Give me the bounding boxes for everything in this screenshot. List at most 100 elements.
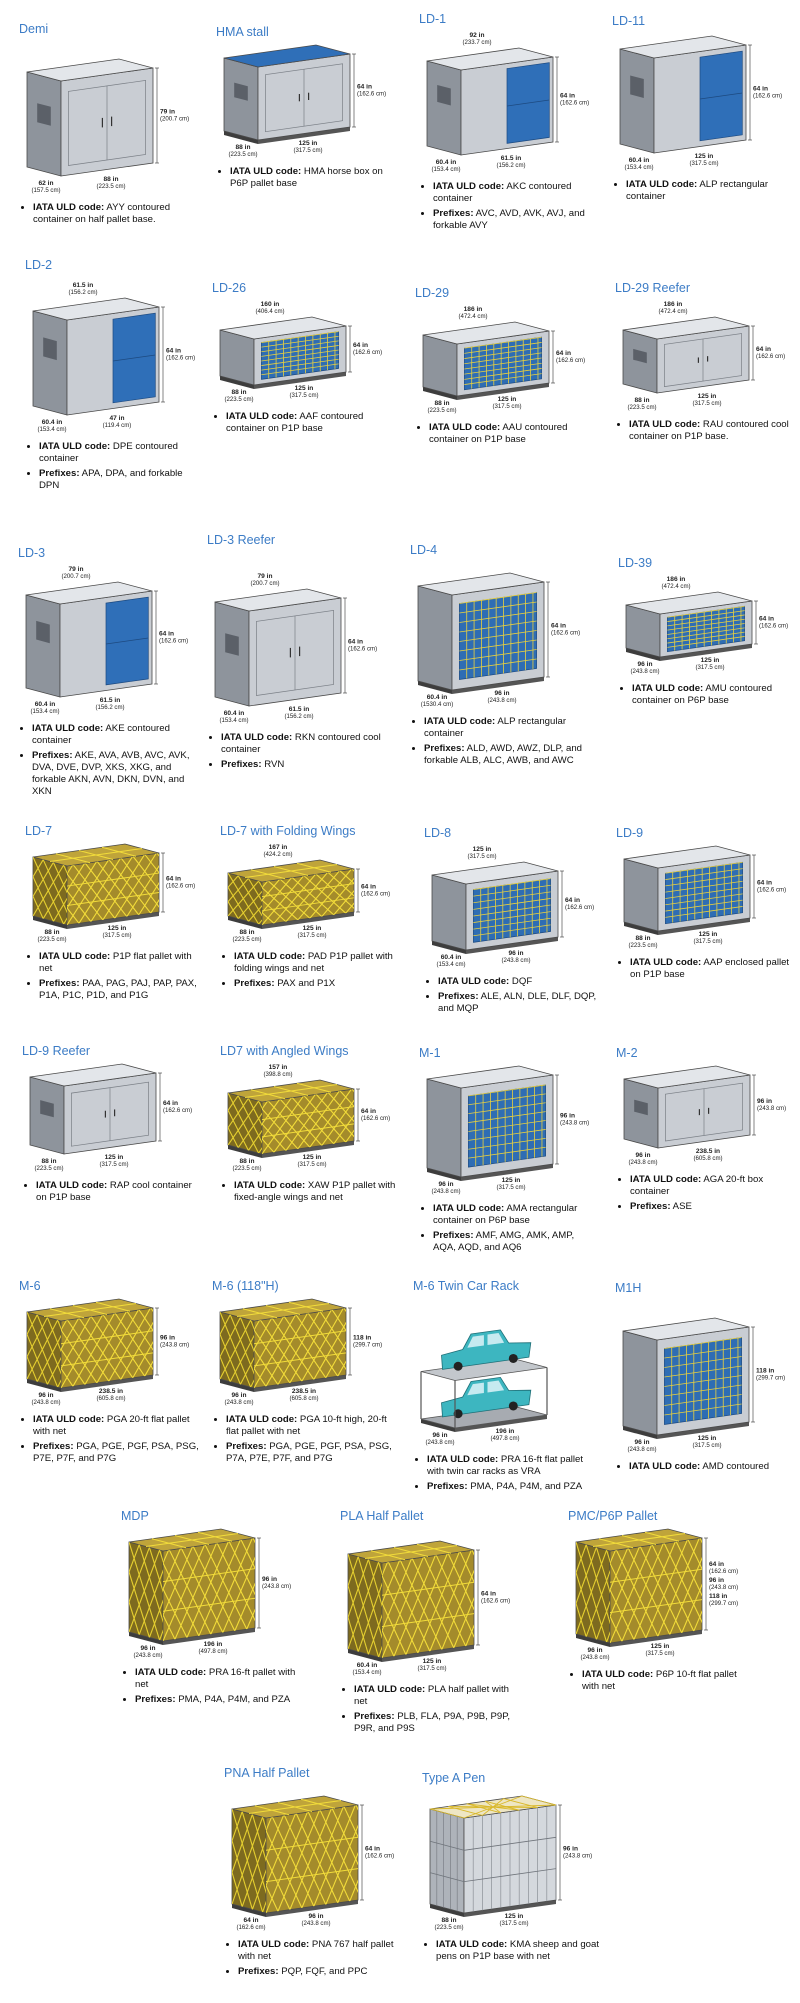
dimension-metric: (317.5 cm)	[496, 1184, 525, 1191]
pallet-yellow-net-icon	[347, 1540, 475, 1662]
dimension-metric: (243.8 cm)	[501, 957, 530, 964]
pna-half-pallet-illustration: 64 in(162.6 cm)64 in(162.6 cm)96 in(243.…	[231, 1795, 394, 1931]
dimension-metric: (153.4 cm)	[436, 961, 465, 968]
ld-9-reefer-illustration: 64 in(162.6 cm)88 in(223.5 cm)125 in(317…	[29, 1063, 192, 1172]
cargo-net	[228, 1093, 262, 1154]
spec-list: IATA ULD code: RAU contoured cool contai…	[615, 419, 795, 443]
dimension-label: 88 in(223.5 cm)	[627, 397, 656, 411]
dimension-label: 96 in(243.8 cm)	[431, 1181, 460, 1195]
pallet-base	[382, 1645, 474, 1662]
top-face	[29, 1063, 157, 1087]
dimension-label: 47 in(119.4 cm)	[103, 415, 132, 429]
pallet-base	[430, 1904, 464, 1917]
spec-list: IATA ULD code: AAP enclosed pallet on P1…	[616, 957, 796, 981]
dimension-inches: 64 in	[159, 631, 174, 638]
pallet-base	[254, 1375, 346, 1392]
spec-list: IATA ULD code: DQFPrefixes: ALE, ALN, DL…	[424, 976, 604, 1015]
dimension-label: 60.4 in(153.4 cm)	[352, 1662, 381, 1676]
pallet-yellow-net-icon	[575, 1528, 703, 1647]
dimension-label: 64 in(162.6 cm)	[560, 93, 589, 107]
dimension-inches: 88 in	[635, 935, 650, 942]
top-face	[426, 47, 554, 71]
ld-7-illustration: 64 in(162.6 cm)88 in(223.5 cm)125 in(317…	[32, 843, 195, 943]
dimension-metric: (162.6 cm)	[753, 93, 782, 100]
pallet-base	[576, 1634, 610, 1647]
pallet-yellow-net-icon	[227, 1079, 355, 1158]
spec-value: PRA 16-ft flat pallet with twin car rack…	[427, 1454, 584, 1477]
dimension-metric: (162.6 cm)	[353, 349, 382, 356]
pallet-yellow-net-icon	[26, 1298, 154, 1392]
top-face	[622, 316, 750, 340]
mdp-illustration: 96 in(243.8 cm)96 in(243.8 cm)196 in(497…	[128, 1528, 291, 1659]
spec-list: IATA ULD code: AYY contoured container o…	[19, 202, 199, 226]
spec-list: IATA ULD code: PLA half pallet with netP…	[340, 1684, 520, 1735]
dimension-metric: (162.6 cm)	[759, 623, 788, 630]
spec-label: Prefixes:	[39, 468, 80, 479]
spec-value: PQP, FQF, and PPC	[281, 1966, 368, 1977]
dimension-label: 125 in(317.5 cm)	[492, 396, 521, 410]
spec-item: IATA ULD code: PNA 767 half pallet with …	[238, 1939, 404, 1963]
spec-item: Prefixes: AKE, AVA, AVB, AVC, AVK, DVA, …	[32, 750, 198, 798]
dimension-metric: (162.6 cm)	[236, 1924, 265, 1931]
dimension-label: 125 in(317.5 cm)	[289, 385, 318, 399]
spec-value: PGA, PGE, PGF, PSA, PSG, P7E, P7F, and P…	[33, 1441, 199, 1464]
dimension-metric: (317.5 cm)	[289, 392, 318, 399]
dimension-label: 96 in(243.8 cm)	[425, 1432, 454, 1446]
container-blue-net-icon	[417, 572, 545, 694]
dimension-inches: 79 in	[160, 109, 175, 116]
dimension-metric: (299.7 cm)	[353, 1342, 382, 1349]
uld-title: LD-8	[424, 826, 452, 840]
dimension-inches: 64 in	[361, 884, 376, 891]
dimension-inches: 64 in	[357, 84, 372, 91]
door-outline	[265, 63, 343, 133]
dimension-inches: 157 in	[269, 1064, 288, 1071]
uld-title: LD-9	[616, 826, 644, 840]
spec-label: IATA ULD code:	[221, 732, 293, 743]
spec-label: Prefixes:	[433, 208, 474, 219]
dimension-metric: (223.5 cm)	[434, 1924, 463, 1931]
dimension-label: 88 in(223.5 cm)	[232, 1158, 261, 1172]
uld-title: M-6 Twin Car Rack	[413, 1279, 520, 1293]
dimension-metric: (317.5 cm)	[645, 1650, 674, 1657]
spec-value: PAA, PAG, PAJ, PAP, PAX, P1A, P1C, P1D, …	[39, 978, 197, 1001]
spec-item: IATA ULD code: PRA 16-ft pallet with net	[135, 1667, 301, 1691]
dimension-inches: 64 in	[753, 86, 768, 93]
car-icon	[441, 1376, 532, 1419]
dimension-inches: 238.5 in	[99, 1388, 123, 1395]
pallet-base	[220, 376, 254, 389]
dimension-label: 96 in(243.8 cm)	[560, 1113, 589, 1127]
pallet-base	[418, 681, 452, 694]
spec-label: IATA ULD code:	[135, 1667, 207, 1678]
dimension-inches: 64 in	[481, 1591, 496, 1598]
dimension-label: 96 in(243.8 cm)	[628, 1152, 657, 1166]
side-face	[422, 334, 458, 397]
dimension-inches: 125 in	[473, 846, 492, 853]
spec-label: IATA ULD code:	[433, 181, 505, 192]
dimension-metric: (153.4 cm)	[37, 426, 66, 433]
dimension-metric: (317.5 cm)	[467, 853, 496, 860]
ld-7-with-folding-wings-illustration: 64 in(162.6 cm)88 in(223.5 cm)125 in(317…	[227, 844, 390, 943]
pallet-base	[258, 127, 350, 144]
dimension-metric: (162.6 cm)	[163, 1107, 192, 1114]
dimension-metric: (398.8 cm)	[263, 1071, 292, 1078]
dimension-inches: 64 in	[243, 1917, 258, 1924]
dimension-metric: (317.5 cm)	[492, 403, 521, 410]
container-blue-door-icon	[32, 297, 160, 416]
uld-title: LD-4	[410, 543, 438, 557]
dimension-metric: (223.5 cm)	[427, 407, 456, 414]
dimension-label: 125 in(317.5 cm)	[689, 153, 718, 167]
dimension-inches: 60.4 in	[224, 710, 245, 717]
pallet-base	[220, 1379, 254, 1392]
pallet-base	[432, 941, 466, 954]
spec-item: IATA ULD code: KMA sheep and goat pens o…	[436, 1939, 602, 1963]
dimension-metric: (317.5 cm)	[102, 932, 131, 939]
dimension-metric: (162.6 cm)	[756, 353, 785, 360]
dimension-inches: 96 in	[637, 661, 652, 668]
dimension-label: 64 in(162.6 cm)	[348, 639, 377, 653]
dimension-inches: 96 in	[635, 1152, 650, 1159]
spec-label: Prefixes:	[630, 1201, 671, 1212]
container-blue-door-icon	[426, 47, 554, 156]
dimension-label: 125 in(317.5 cm)	[297, 1154, 326, 1168]
